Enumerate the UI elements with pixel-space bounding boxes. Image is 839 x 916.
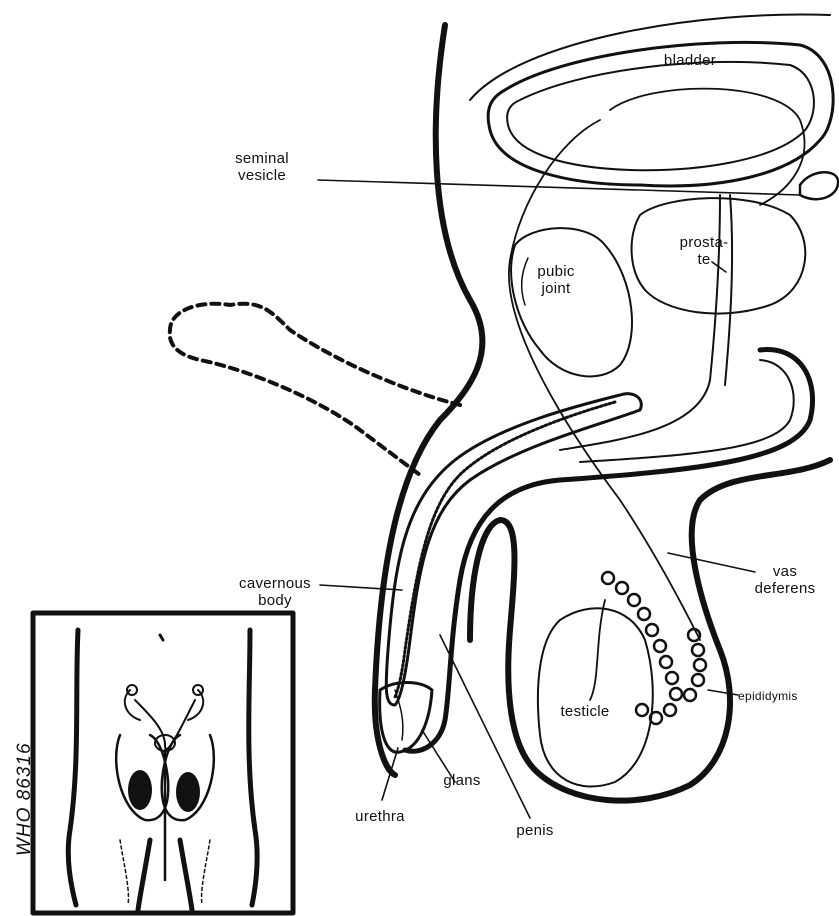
inset-right-testis	[176, 772, 200, 812]
label-epididymis: epididymis	[738, 688, 838, 705]
label-glans: glans	[432, 772, 492, 789]
epididymis-leader	[708, 690, 738, 695]
label-seminal-vesicle: seminal vesicle	[212, 150, 312, 184]
label-vas-deferens: vas deferens	[735, 563, 835, 597]
figure-credit: WHO 86316	[14, 726, 36, 856]
label-cavernous-body: cavernous body	[220, 575, 330, 609]
epididymis-coils	[602, 572, 706, 724]
inset-left-testis	[128, 770, 152, 810]
scrotum-outline	[470, 460, 830, 801]
seminal-vesicle-shape	[800, 172, 838, 199]
label-penis: penis	[500, 822, 570, 839]
inset-figure	[68, 630, 257, 910]
erect-penis-outline	[170, 304, 460, 475]
testicle-shape	[538, 608, 653, 786]
inset-frame	[33, 613, 293, 913]
label-bladder: bladder	[640, 52, 740, 69]
cavernous-body-leader	[320, 585, 402, 590]
label-urethra: urethra	[335, 808, 425, 825]
label-pubic-joint: pubic joint	[516, 263, 596, 297]
body-outline	[375, 25, 483, 775]
label-testicle: testicle	[545, 703, 625, 720]
label-prostate: prosta- te	[664, 234, 744, 268]
